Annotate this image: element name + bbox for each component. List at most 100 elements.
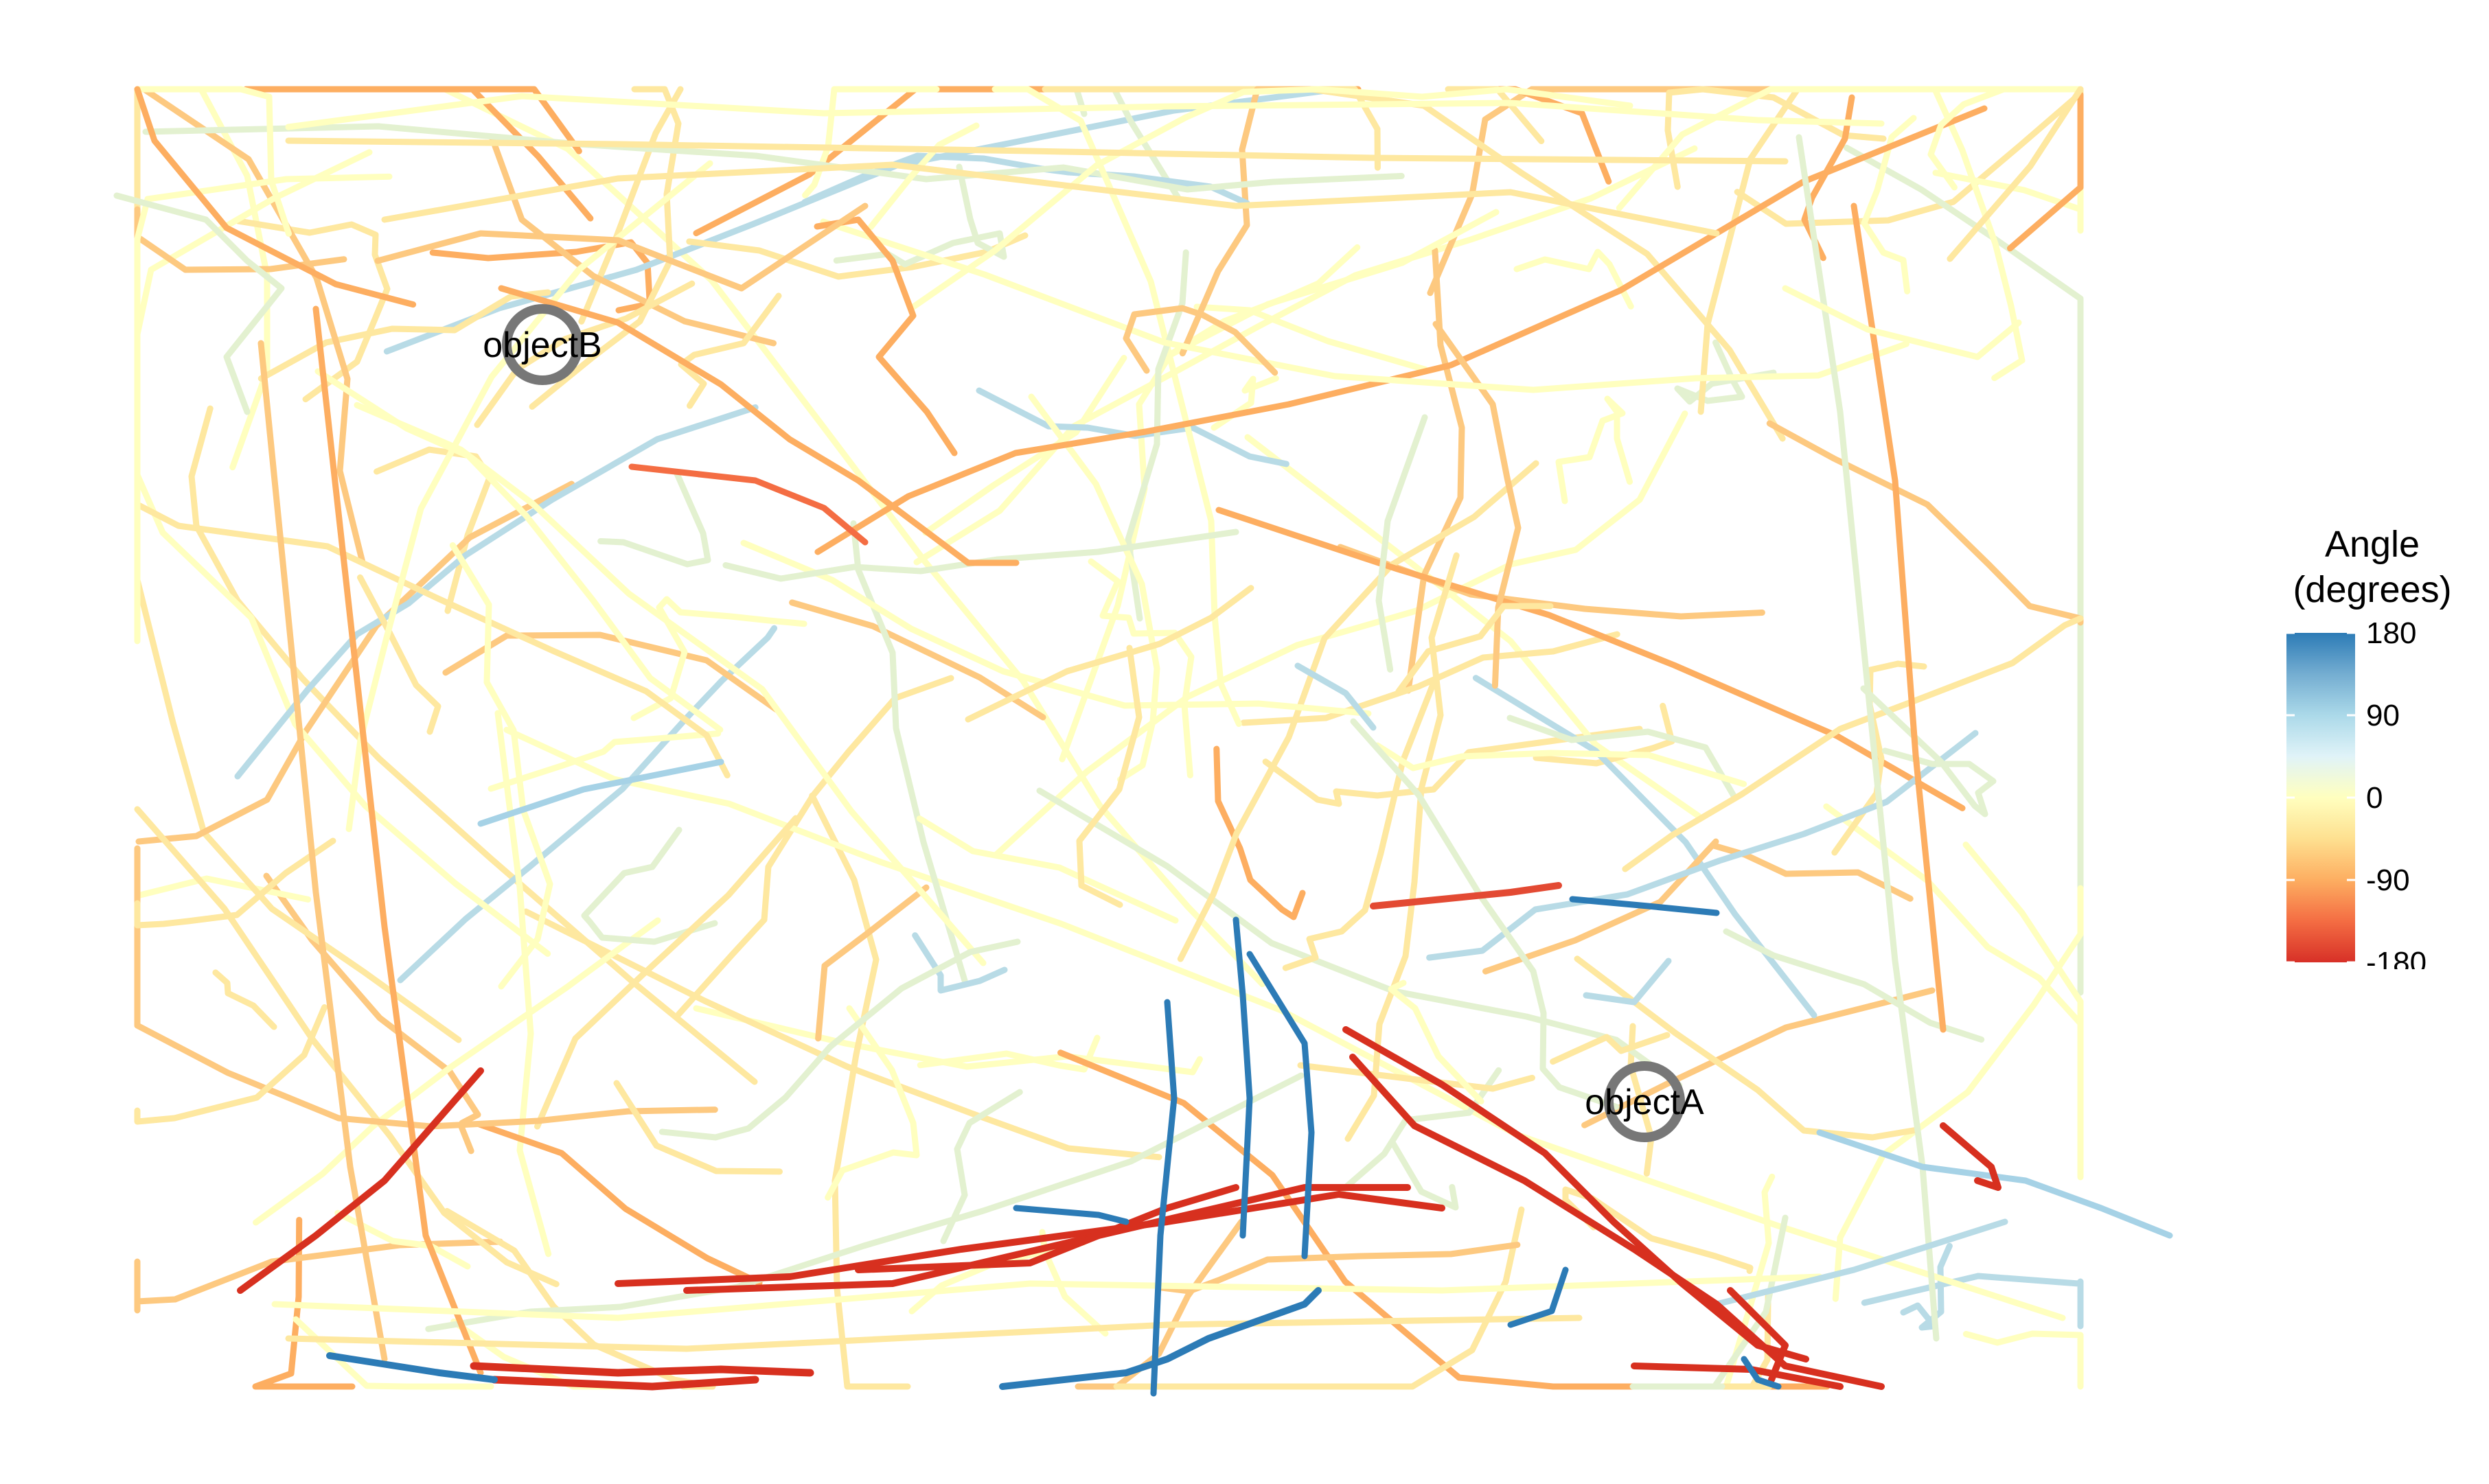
trajectory-segment xyxy=(1710,842,1914,902)
trajectory-segment xyxy=(814,105,1988,555)
trajectory-segment xyxy=(913,145,1698,566)
trajectory-segment xyxy=(134,173,393,645)
trajectory-segment xyxy=(534,815,799,1130)
trajectory-segment xyxy=(1177,460,1539,962)
trajectory-segment xyxy=(237,1067,484,1294)
trajectory-segment xyxy=(1244,434,1702,820)
trajectory-segment xyxy=(1350,718,1620,1110)
trajectory-segment xyxy=(992,410,1688,859)
trajectory-segment xyxy=(1947,86,2084,262)
trajectory-segment xyxy=(529,86,682,410)
trajectory-segment xyxy=(314,368,724,733)
trajectory-segment xyxy=(1583,958,1672,1006)
trajectory-segment xyxy=(1240,631,1620,726)
trajectory-segment xyxy=(1550,1032,1671,1065)
trajectory-segment xyxy=(188,405,758,1085)
trajectory-segment xyxy=(815,884,930,1042)
trajectory-segment xyxy=(916,815,1179,924)
trajectory-segment xyxy=(498,285,1020,566)
trajectory-tracks xyxy=(113,86,2173,1397)
trajectory-segment xyxy=(312,305,484,1376)
trajectory-segment xyxy=(1741,1356,1782,1390)
trajectory-segment xyxy=(1727,1287,1789,1383)
trajectory-segment xyxy=(1555,395,1633,505)
trajectory-segment xyxy=(1850,202,1947,1033)
trajectory-segment xyxy=(356,574,441,735)
object-a-label: objectA xyxy=(1585,1082,1704,1122)
colorbar-tick-label: -90 xyxy=(2366,863,2410,897)
trajectory-segment xyxy=(1506,715,1739,802)
trajectory-segment xyxy=(820,218,1909,393)
trajectory-segment xyxy=(814,216,958,456)
trajectory-segment xyxy=(134,837,336,929)
trajectory-segment xyxy=(142,123,1405,193)
trajectory-segment xyxy=(285,93,1885,130)
trajectory-segment xyxy=(722,529,1239,582)
trajectory-segment xyxy=(1374,742,1747,787)
legend-title-line2: (degrees) xyxy=(2293,569,2452,610)
trajectory-segment xyxy=(1581,987,1936,1128)
trajectory-segment xyxy=(271,1273,1823,1321)
trajectory-segment xyxy=(134,806,560,1288)
trajectory-segment xyxy=(1861,1273,2084,1330)
trajectory-segment xyxy=(234,404,759,780)
trajectory-segment xyxy=(488,133,777,347)
trajectory-segment xyxy=(1297,1062,1535,1092)
colorbar-gradient xyxy=(2286,633,2355,962)
trajectory-segment xyxy=(488,730,722,792)
trajectory-segment xyxy=(1932,170,2084,234)
object-a-marker: objectA xyxy=(1585,1061,1704,1142)
trajectory-segment xyxy=(378,86,582,154)
trajectory-segment xyxy=(334,1209,471,1270)
trajectory-segment xyxy=(470,1362,814,1377)
object-a-circle xyxy=(1604,1061,1685,1142)
trajectory-segment xyxy=(1160,209,1500,362)
object-b-circle xyxy=(502,304,583,385)
trajectory-segment xyxy=(1766,420,2084,626)
trajectory-segment xyxy=(490,1376,759,1391)
trajectory-segment xyxy=(374,446,493,614)
trajectory-segment xyxy=(449,542,553,990)
trajectory-segment xyxy=(1150,999,1178,1397)
trajectory-segment xyxy=(1158,1242,1521,1295)
trajectory-segment xyxy=(1262,726,1643,807)
trajectory-segment xyxy=(523,908,1162,1161)
trajectory-segment xyxy=(252,1216,356,1390)
trajectory-segment xyxy=(1370,882,1562,909)
trajectory-segment xyxy=(678,292,782,409)
trajectory-segment xyxy=(134,86,417,308)
trajectory-segment xyxy=(1734,86,2084,227)
trajectory-segment xyxy=(1674,339,1777,405)
trajectory-segment xyxy=(940,1089,1023,1244)
trajectory-segment xyxy=(1395,603,1554,695)
trajectory-segment xyxy=(1390,1140,1459,1211)
trajectory-segment xyxy=(965,585,1254,723)
trajectory-segment xyxy=(630,596,807,721)
trajectory-segment xyxy=(991,86,1242,728)
trajectory-segment xyxy=(1426,730,1979,961)
trajectory-segment xyxy=(1075,1218,1245,1390)
trajectory-segment xyxy=(1569,896,1720,916)
trajectory-segment xyxy=(494,710,552,1257)
trajectory-segment xyxy=(134,1238,503,1314)
trajectory-segment xyxy=(1622,615,2084,872)
trajectory-segment xyxy=(910,86,1633,310)
legend-title-line1: Angle xyxy=(2324,524,2420,565)
trajectory-segment xyxy=(113,192,285,415)
trajectory-segment xyxy=(1432,321,1522,689)
trajectory-segment xyxy=(1213,745,1306,920)
trajectory-segment xyxy=(425,1072,1305,1332)
trajectory-segment xyxy=(134,1004,328,1125)
trajectory-segment xyxy=(628,463,869,546)
trajectory-segment xyxy=(597,469,711,568)
trajectory-segment xyxy=(1616,86,2084,211)
trajectory-segment xyxy=(1123,305,1278,376)
trajectory-segment xyxy=(1076,645,1143,908)
trajectory-segment xyxy=(1832,885,2084,1302)
trajectory-segment xyxy=(1796,134,1940,1342)
trajectory-segment xyxy=(917,1034,1101,1073)
trajectory-segment xyxy=(285,137,1789,165)
